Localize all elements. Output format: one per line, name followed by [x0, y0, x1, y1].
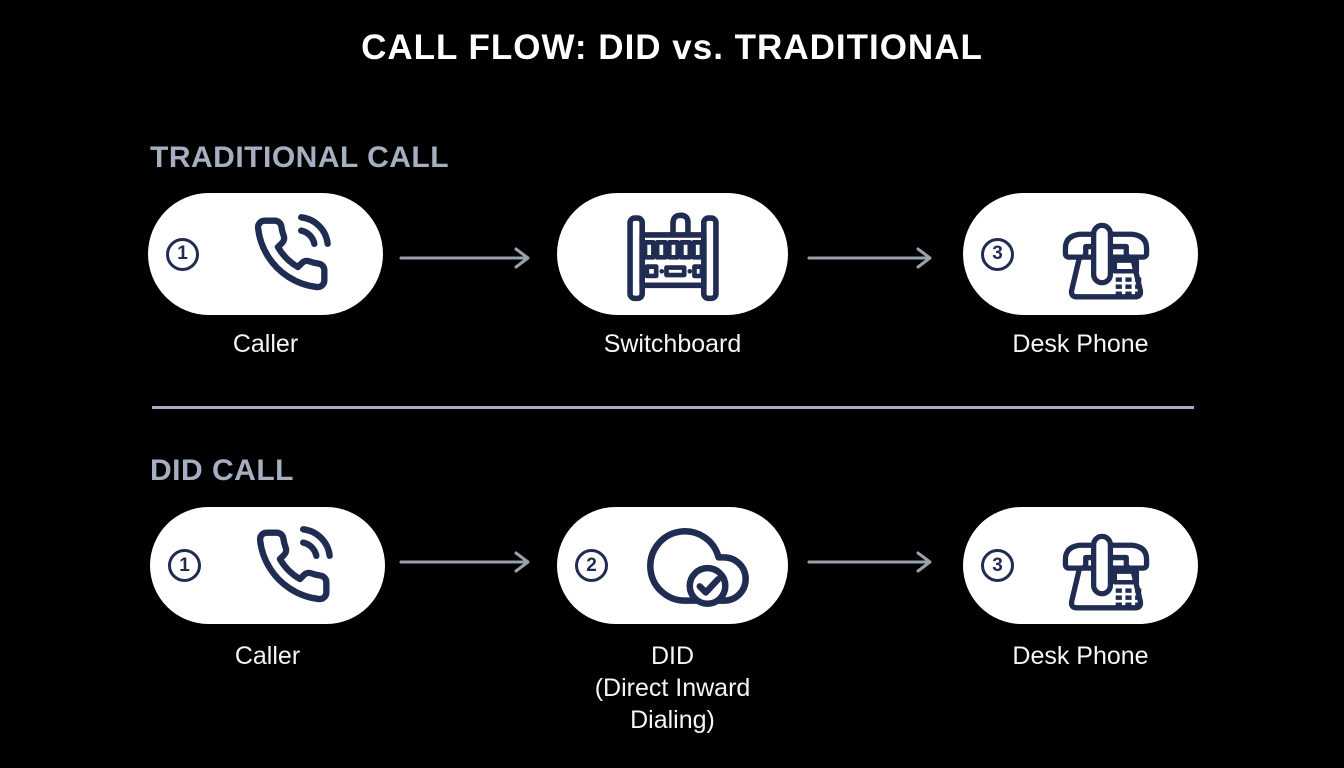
node-card-did-desk-phone: 3: [963, 507, 1198, 624]
arrow-icon: [806, 550, 938, 574]
node-label-switchboard: Switchboard: [603, 330, 742, 358]
node-card-traditional-caller: 1: [148, 193, 383, 315]
section-header-traditional: TRADITIONAL CALL: [150, 141, 450, 174]
step-badge: 3: [981, 237, 1014, 271]
node-card-traditional-switchboard: [557, 193, 788, 315]
node-label-did: DID (Direct Inward Dialing): [594, 642, 751, 734]
node-label-desk-phone: Desk Phone: [1012, 642, 1149, 670]
arrow-icon: [398, 550, 536, 574]
step-badge: 1: [168, 549, 201, 582]
node-label-caller: Caller: [234, 642, 301, 670]
phone-call-icon: [201, 525, 385, 606]
step-badge: 3: [981, 549, 1014, 582]
cloud-check-icon: [608, 514, 788, 618]
desk-phone-icon: [1014, 206, 1198, 303]
node-label-caller: Caller: [232, 330, 299, 358]
section-header-did: DID CALL: [150, 454, 294, 487]
arrow-icon: [806, 246, 938, 270]
node-card-did-cloud: 2: [557, 507, 788, 624]
switchboard-icon: [617, 203, 729, 306]
section-divider: [152, 406, 1194, 409]
node-card-did-caller: 1: [150, 507, 385, 624]
node-card-traditional-desk-phone: 3: [963, 193, 1198, 315]
desk-phone-icon: [1014, 517, 1198, 614]
node-label-desk-phone: Desk Phone: [1012, 330, 1149, 358]
step-badge: 1: [166, 237, 199, 271]
step-badge: 2: [575, 549, 608, 582]
phone-call-icon: [199, 214, 383, 294]
arrow-icon: [398, 246, 536, 270]
diagram-title: CALL FLOW: DID vs. TRADITIONAL: [361, 28, 983, 67]
